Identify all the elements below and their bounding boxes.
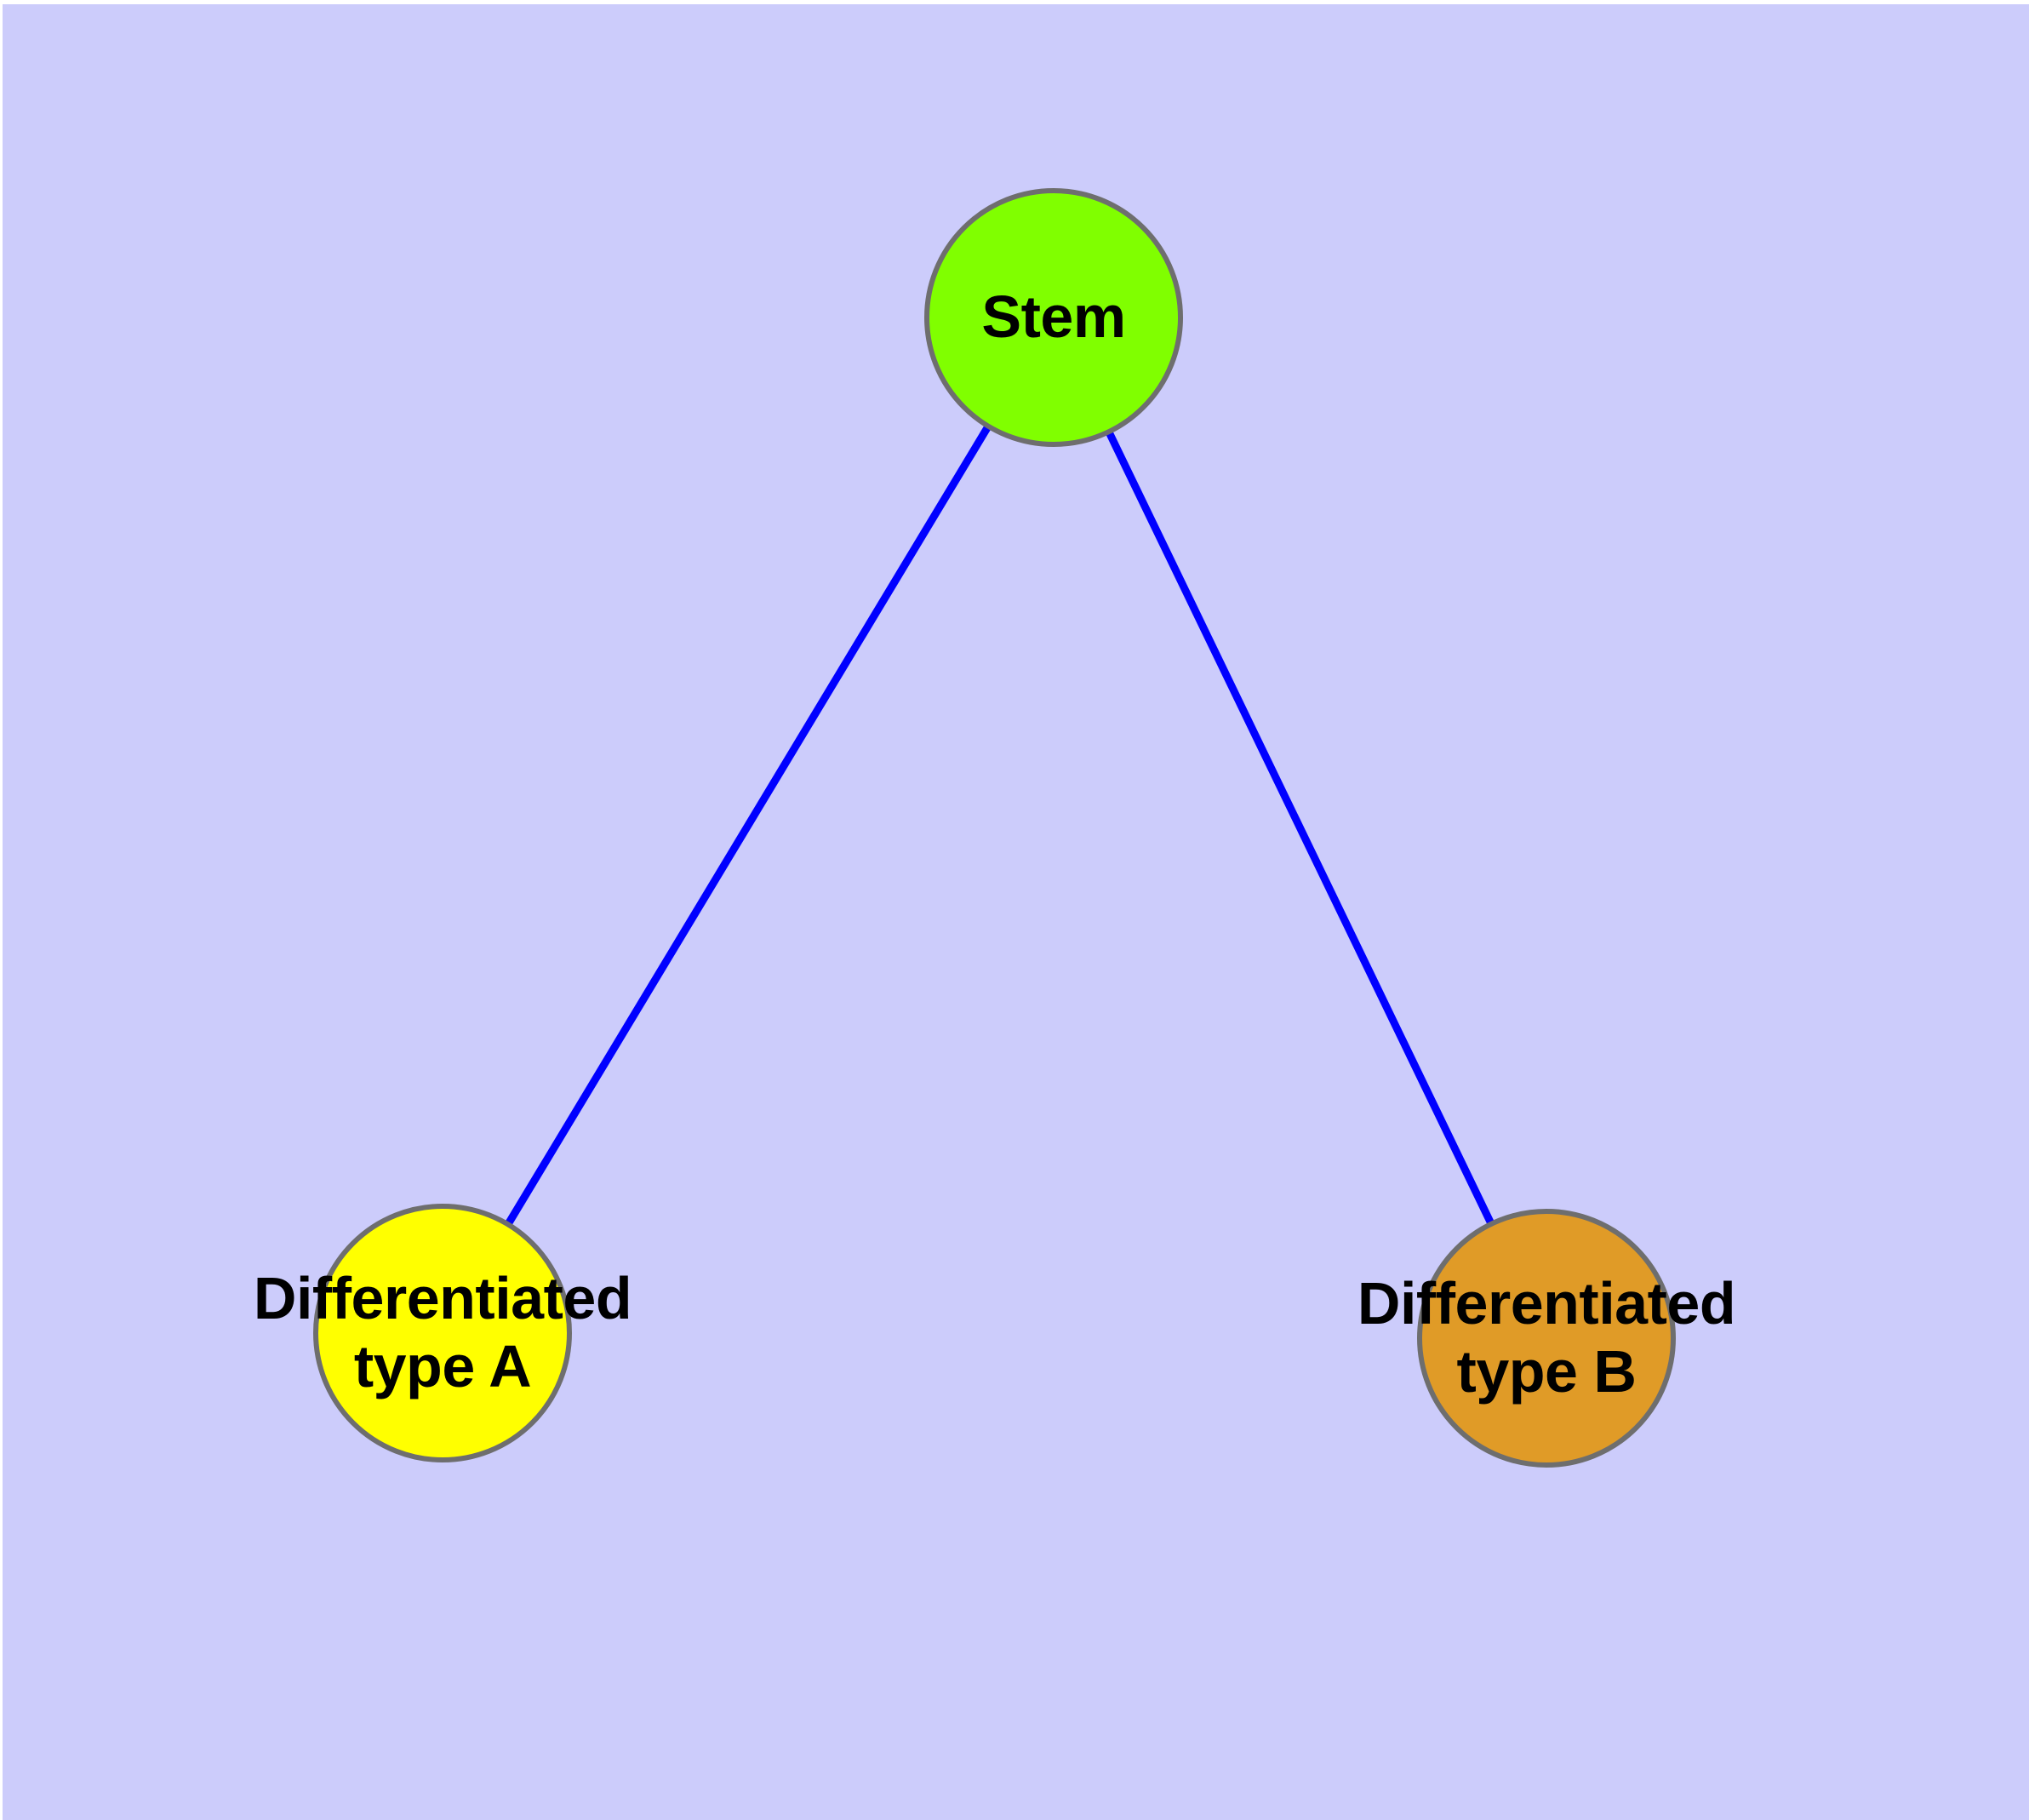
edges-group (506, 426, 1495, 1225)
graph-node-stem[interactable] (924, 188, 1183, 447)
nodes-group (313, 188, 1676, 1468)
graph-node-diff_b[interactable] (1417, 1209, 1676, 1468)
graph-edge-stem-to-diff-a (506, 426, 991, 1225)
graph-node-diff_a[interactable] (313, 1204, 572, 1462)
graph-svg (313, 188, 1676, 1468)
graph-edge-stem-to-diff-b (1106, 432, 1495, 1224)
